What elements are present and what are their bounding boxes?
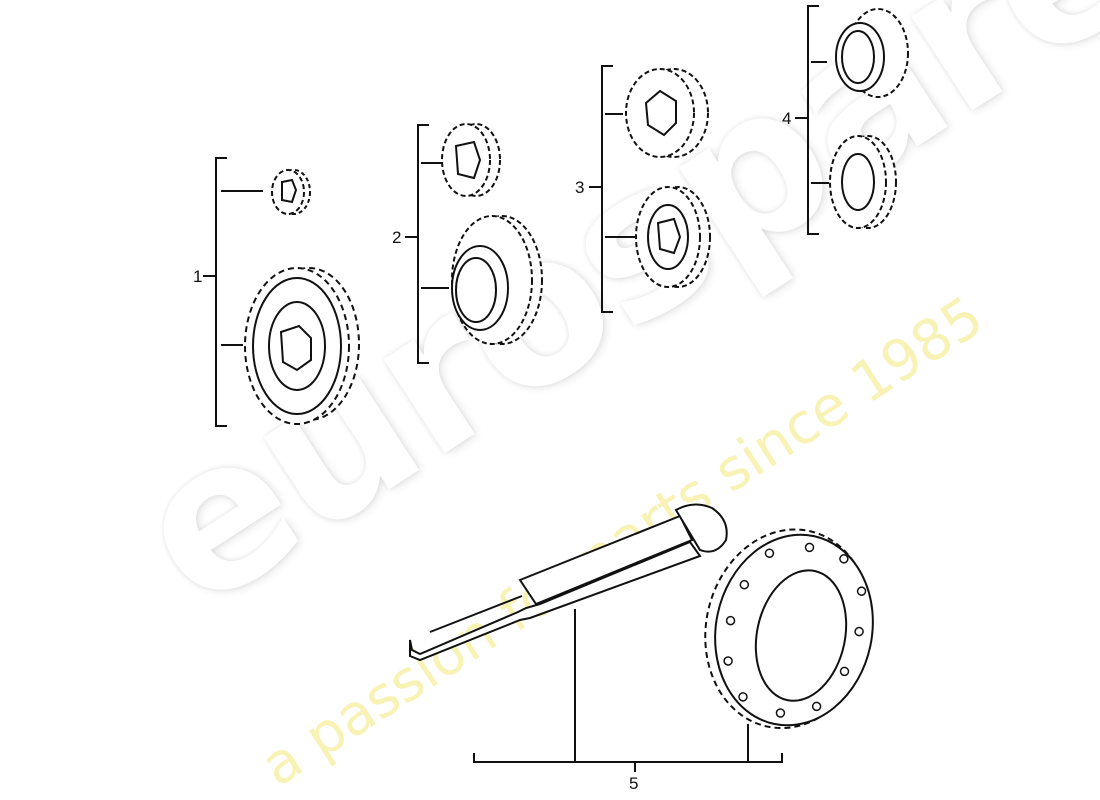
callout-3: 3 — [575, 178, 585, 197]
callout-1: 1 — [193, 267, 203, 286]
gear-4b — [829, 135, 897, 229]
bracket-4 — [795, 5, 829, 235]
bracket-1 — [203, 157, 263, 427]
callout-2: 2 — [392, 228, 402, 247]
pinion-shaft — [409, 503, 728, 662]
callout-4: 4 — [782, 109, 792, 128]
callout-5: 5 — [629, 774, 639, 793]
gear-1a — [271, 169, 311, 215]
gear-3a — [625, 68, 709, 158]
gear-2b — [451, 215, 543, 345]
ring-gear — [704, 528, 874, 730]
bracket-5 — [473, 609, 783, 772]
gear-2a — [441, 123, 501, 197]
gear-4a — [835, 8, 909, 98]
bracket-3 — [589, 65, 635, 313]
bracket-2 — [405, 124, 449, 364]
gear-3b — [635, 186, 711, 288]
gear-1b — [244, 267, 360, 425]
